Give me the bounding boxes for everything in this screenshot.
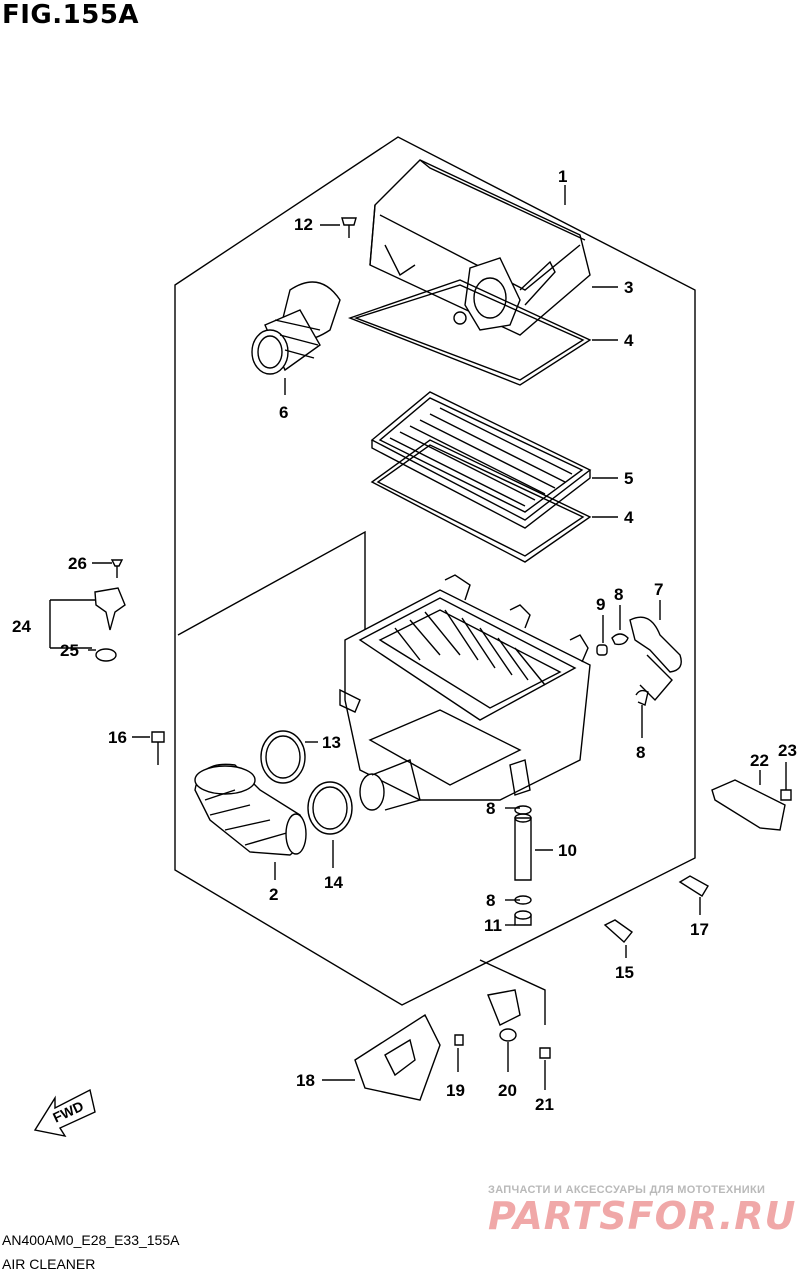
callout-9: 9	[596, 595, 605, 614]
callout-7: 7	[654, 580, 663, 599]
clamp-13	[260, 730, 306, 784]
callout-23: 23	[778, 741, 797, 760]
outlet-tube	[194, 763, 307, 856]
callout-8: 8	[486, 799, 495, 818]
bracket-20	[487, 989, 521, 1026]
callout-20: 20	[498, 1081, 517, 1100]
intake-duct	[251, 281, 341, 375]
figure-code: AN400AM0_E28_E33_155A	[2, 1232, 180, 1248]
callout-25: 25	[60, 641, 79, 660]
callout-8: 8	[614, 585, 623, 604]
drain-hose	[629, 616, 682, 673]
bracket-18	[354, 1013, 441, 1101]
callout-6: 6	[279, 403, 288, 422]
screw-26	[110, 559, 124, 578]
drain-tube	[514, 805, 532, 926]
bolt-23	[780, 770, 792, 801]
clamp-upper	[611, 633, 629, 646]
callout-26: 26	[68, 554, 87, 573]
bolt-21	[539, 1047, 551, 1059]
air-cleaner-case	[339, 574, 591, 811]
callout-16: 16	[108, 728, 127, 747]
callout-19: 19	[446, 1081, 465, 1100]
callout-17: 17	[690, 920, 709, 939]
figure-caption: AIR CLEANER	[2, 1256, 96, 1272]
o-ring	[95, 648, 117, 662]
bracket-22	[711, 779, 786, 831]
callout-21: 21	[535, 1095, 554, 1114]
bolt-16	[151, 731, 165, 765]
bolt-19	[454, 1034, 464, 1046]
callout-3: 3	[624, 278, 633, 297]
callout-13: 13	[322, 733, 341, 752]
fwd-arrow-icon	[33, 1088, 96, 1138]
bolt-15	[603, 919, 634, 944]
watermark-subtitle: ЗАПЧАСТИ И АКСЕССУАРЫ ДЛЯ МОТОТЕХНИКИ	[488, 1184, 766, 1196]
air-cleaner-cover	[369, 159, 591, 336]
callout-10: 10	[558, 841, 577, 860]
callout-18: 18	[296, 1071, 315, 1090]
clamp-14	[307, 781, 353, 835]
callout-22: 22	[750, 751, 769, 770]
callout-8: 8	[486, 891, 495, 910]
callout-4: 4	[624, 331, 634, 350]
dashed-guide-left	[177, 530, 366, 700]
gasket-upper	[347, 279, 592, 386]
bolt-12	[341, 217, 357, 238]
callout-12: 12	[294, 215, 313, 234]
callout-5: 5	[624, 469, 633, 488]
bolt-17	[678, 875, 709, 897]
callout-8: 8	[636, 743, 645, 762]
clamp-right	[635, 689, 649, 706]
dashed-guide-right	[479, 959, 546, 1025]
assembly-outline	[174, 136, 696, 1006]
sensor	[94, 587, 126, 631]
callout-2: 2	[269, 885, 278, 904]
callout-24: 24	[12, 617, 31, 636]
callout-11: 11	[484, 916, 502, 935]
figure-title: FIG.155A	[2, 0, 140, 30]
callout-4: 4	[624, 508, 634, 527]
air-filter-element	[370, 391, 592, 529]
watermark-brand: PARTSFOR.RU	[488, 1194, 797, 1238]
callout-15: 15	[615, 963, 634, 982]
callout-14: 14	[324, 873, 343, 892]
callout-1: 1	[558, 167, 567, 186]
gasket-lower	[370, 439, 592, 563]
plug	[596, 644, 608, 656]
